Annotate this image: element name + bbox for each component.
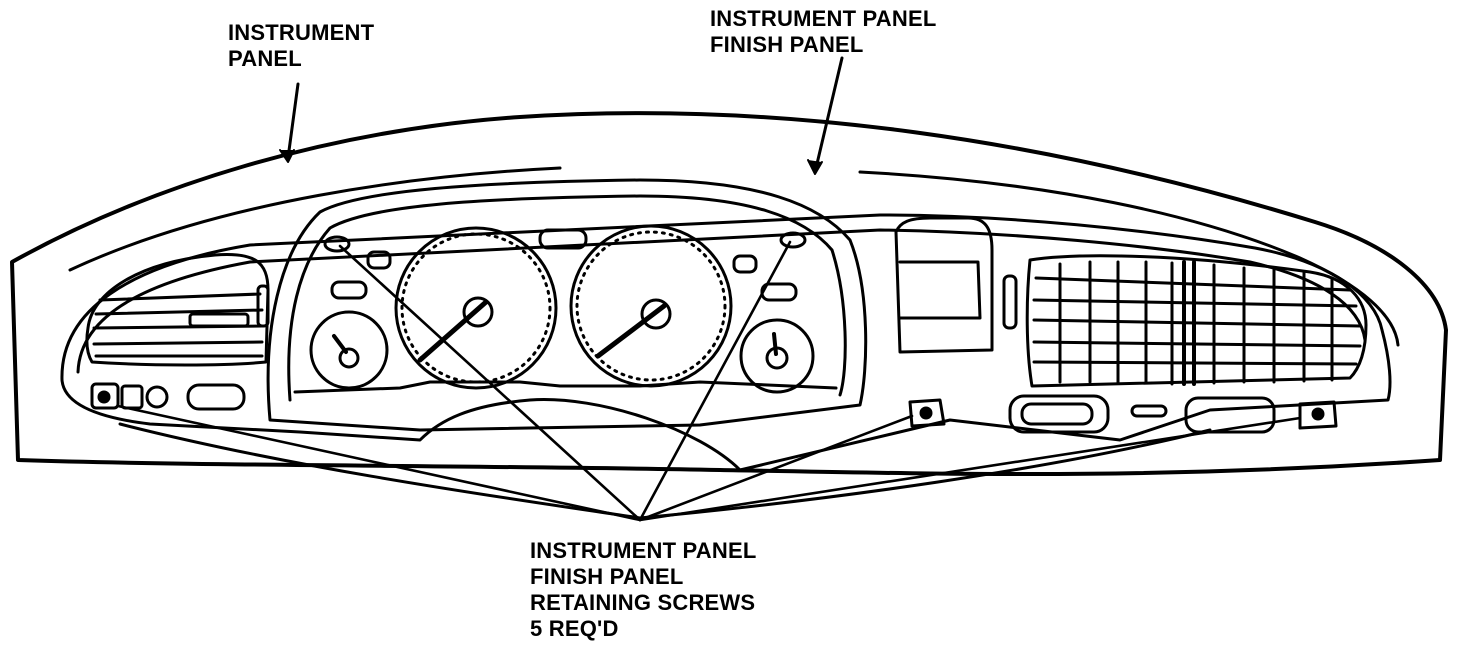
small-right-gauge [739, 318, 815, 394]
finish-panel-label-line-2: FINISH PANEL [710, 32, 864, 57]
right-air-vent [1025, 254, 1368, 388]
center-pod [894, 216, 1018, 354]
finish-panel-label: INSTRUMENT PANEL FINISH PANEL [710, 6, 936, 58]
left-lower-controls [90, 382, 246, 411]
retaining-screw-leaders [116, 240, 1302, 522]
instrument-panel-label: INSTRUMENT PANEL [228, 20, 374, 72]
instrument-panel-outline [10, 111, 1448, 477]
retaining-screws-label-line-3: RETAINING SCREWS [530, 590, 756, 615]
right-lower-controls [908, 394, 1338, 434]
tachometer-gauge [569, 224, 733, 388]
retaining-screws-label: INSTRUMENT PANEL FINISH PANEL RETAINING … [530, 538, 756, 642]
retaining-screws-label-line-1: INSTRUMENT PANEL [530, 538, 757, 563]
instrument-panel-label-line-1: INSTRUMENT [228, 20, 375, 45]
retaining-screws-label-line-2: FINISH PANEL [530, 564, 684, 589]
instrument-panel-label-line-2: PANEL [228, 46, 302, 71]
cluster-upper-screws [323, 231, 807, 253]
instrument-panel-leader [279, 82, 300, 163]
speedometer-gauge [394, 226, 558, 390]
warning-light-cutouts [330, 228, 798, 302]
finish-panel-leader [807, 56, 844, 175]
retaining-screws-label-line-4: 5 REQ'D [530, 616, 619, 641]
left-air-vent [85, 252, 270, 367]
finish-panel-label-line-1: INSTRUMENT PANEL [710, 6, 937, 31]
small-left-gauge [309, 310, 389, 390]
cluster-hood [266, 178, 868, 432]
